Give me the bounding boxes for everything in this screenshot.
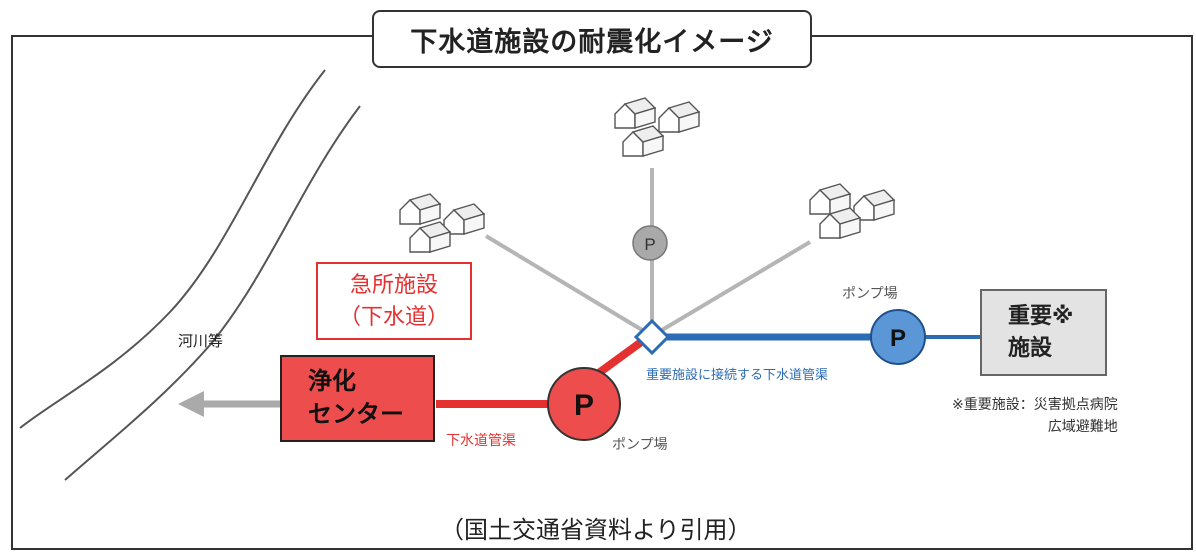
pump-station-label-lower: ポンプ場 bbox=[612, 437, 668, 453]
emergency-facility-line2: （下水道） bbox=[338, 305, 449, 330]
sewer-pipe-red-diagonal bbox=[593, 333, 651, 379]
river-bank-lower bbox=[64, 105, 361, 481]
connected-pipe-label: 重要施設に接続する下水道管渠 bbox=[646, 368, 829, 383]
pump-gray-glyph: P bbox=[644, 235, 655, 254]
pump-blue-icon bbox=[870, 309, 926, 365]
pump-blue-glyph: P bbox=[890, 325, 906, 352]
note-line1: ※重要施設：災害拠点病院 bbox=[952, 397, 1118, 413]
emergency-facility-box: 急所施設 （下水道） bbox=[316, 262, 472, 340]
pump-station-label-upper: ポンプ場 bbox=[842, 286, 898, 302]
pump-red-glyph: P bbox=[574, 389, 594, 422]
diagram-title: 下水道施設の耐震化イメージ bbox=[372, 10, 812, 68]
treatment-plant-box: 浄化 センター bbox=[280, 355, 435, 442]
house-cluster-center-icon bbox=[614, 97, 700, 157]
treatment-plant-line2: センター bbox=[308, 400, 404, 428]
emergency-facility-line1: 急所施設 bbox=[349, 273, 438, 298]
junction-diamond-icon bbox=[633, 318, 671, 356]
important-facility-line1: 重要※ bbox=[1008, 304, 1074, 329]
branch-line-left bbox=[484, 234, 654, 338]
source-citation: （国土交通省資料より引用） bbox=[440, 516, 752, 544]
house-cluster-left-icon bbox=[399, 193, 485, 253]
discharge-arrow-icon bbox=[178, 391, 204, 417]
note-line2: 広域避難地 bbox=[1047, 419, 1118, 435]
important-facility-line2: 施設 bbox=[1008, 336, 1053, 361]
pump-red-icon bbox=[547, 367, 621, 441]
house-cluster-right-icon bbox=[809, 183, 895, 239]
important-facility-note: ※重要施設：災害拠点病院 広域避難地 bbox=[952, 394, 1118, 438]
sewer-pipe-label: 下水道管渠 bbox=[446, 433, 516, 449]
river-label: 河川等 bbox=[178, 332, 224, 350]
important-facility-box: 重要※ 施設 bbox=[980, 289, 1107, 376]
pump-gray-icon bbox=[632, 225, 668, 261]
treatment-plant-line1: 浄化 bbox=[308, 367, 356, 395]
branch-line-right bbox=[650, 240, 812, 338]
river-bank-upper bbox=[19, 69, 326, 429]
